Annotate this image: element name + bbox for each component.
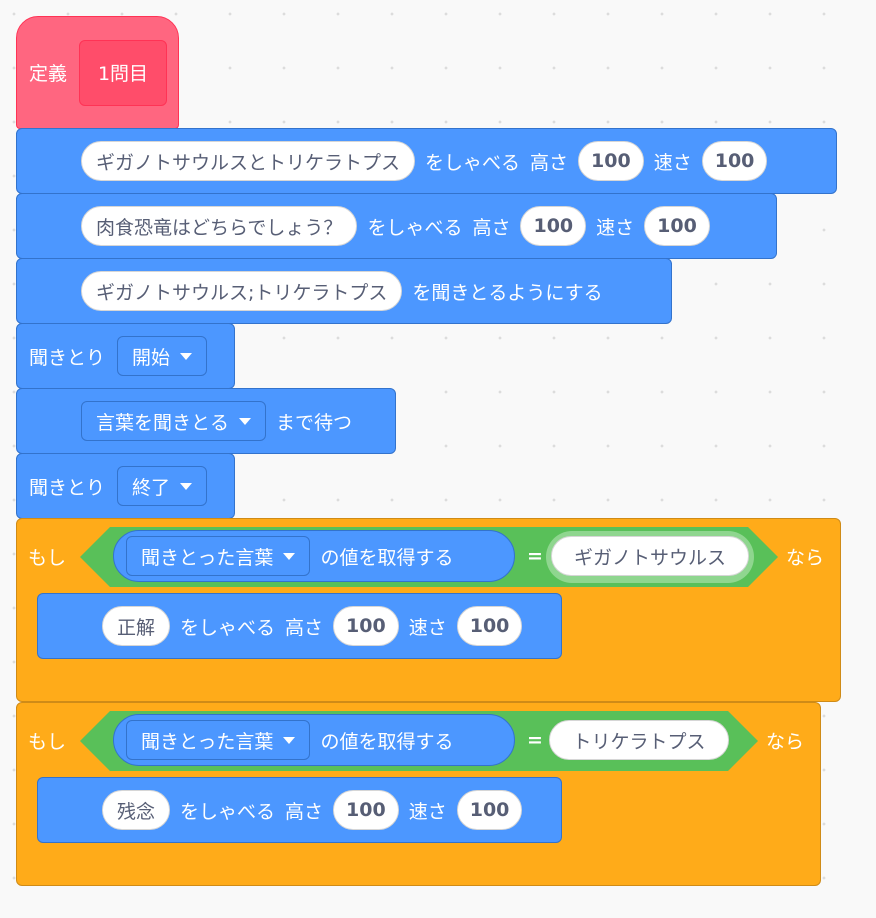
say-block-1[interactable]: ギガノトサウルスとトリケラトプス をしゃべる 高さ 100 速さ 100 bbox=[16, 128, 837, 194]
define-block[interactable]: 定義 1問目 bbox=[16, 16, 179, 129]
listen-mode-dropdown[interactable]: 終了 bbox=[117, 466, 208, 506]
wait-condition-dropdown[interactable]: 言葉を聞きとる bbox=[81, 401, 267, 441]
height-input[interactable]: 100 bbox=[520, 206, 587, 246]
dropdown-arrow-icon bbox=[283, 736, 296, 744]
wait-listen-block[interactable]: 言葉を聞きとる まで待つ bbox=[16, 388, 396, 454]
variable-dropdown[interactable]: 聞きとった言葉 bbox=[126, 536, 311, 576]
compare-input[interactable]: ギガノトサウルス bbox=[551, 536, 749, 576]
set-listen-words-block[interactable]: ギガノトサウルス;トリケラトプス を聞きとるようにする bbox=[16, 258, 672, 324]
listen-start-block[interactable]: 聞きとり 開始 bbox=[16, 323, 235, 389]
then-label: なら bbox=[766, 730, 805, 753]
if-label: もし bbox=[28, 730, 67, 753]
get-value-reporter[interactable]: 聞きとった言葉 の値を取得する bbox=[113, 530, 515, 582]
dropdown-arrow-icon bbox=[180, 352, 193, 360]
compare-input[interactable]: トリケラトプス bbox=[549, 720, 729, 760]
equals-sign: = bbox=[527, 729, 543, 751]
custom-block-name[interactable]: 1問目 bbox=[79, 39, 168, 106]
height-input[interactable]: 100 bbox=[333, 790, 399, 830]
listen-words-input[interactable]: ギガノトサウルス;トリケラトプス bbox=[81, 271, 403, 311]
if-label: もし bbox=[28, 546, 67, 569]
say-text-input[interactable]: 残念 bbox=[102, 790, 171, 830]
say-text-input[interactable]: ギガノトサウルスとトリケラトプス bbox=[81, 141, 416, 181]
say-block-wrong[interactable]: 残念 をしゃべる 高さ 100 速さ 100 bbox=[37, 777, 562, 843]
speed-input[interactable]: 100 bbox=[456, 606, 523, 646]
then-label: なら bbox=[786, 546, 825, 569]
dropdown-arrow-icon bbox=[239, 417, 252, 425]
define-keyword: 定義 bbox=[29, 63, 68, 85]
height-input[interactable]: 100 bbox=[333, 606, 399, 646]
listen-mode-dropdown[interactable]: 開始 bbox=[117, 336, 208, 376]
get-value-reporter[interactable]: 聞きとった言葉 の値を取得する bbox=[113, 714, 515, 766]
dropdown-arrow-icon bbox=[180, 482, 193, 490]
dropdown-arrow-icon bbox=[283, 552, 296, 560]
say-block-correct[interactable]: 正解 をしゃべる 高さ 100 速さ 100 bbox=[37, 593, 562, 659]
height-input[interactable]: 100 bbox=[578, 141, 644, 181]
speed-input[interactable]: 100 bbox=[644, 206, 710, 246]
equals-sign: = bbox=[527, 545, 543, 567]
say-block-2[interactable]: 肉食恐竜はどちらでしょう？ をしゃべる 高さ 100 速さ 100 bbox=[16, 193, 777, 259]
speed-input[interactable]: 100 bbox=[456, 790, 523, 830]
say-text-input[interactable]: 正解 bbox=[102, 606, 171, 646]
say-text-input[interactable]: 肉食恐竜はどちらでしょう？ bbox=[81, 206, 358, 246]
speed-input[interactable]: 100 bbox=[701, 141, 768, 181]
variable-dropdown[interactable]: 聞きとった言葉 bbox=[126, 720, 311, 760]
listen-end-block[interactable]: 聞きとり 終了 bbox=[16, 453, 235, 519]
